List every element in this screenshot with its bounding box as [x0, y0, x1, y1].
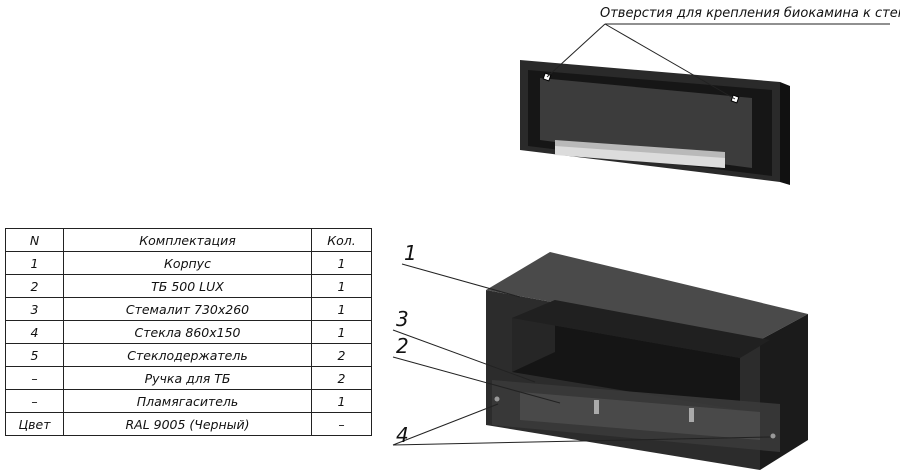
callout-4: 4	[396, 423, 409, 447]
table-row: 4 Стекла 860х150 1	[5, 320, 372, 344]
cell-item: Пламягаситель	[63, 389, 312, 413]
mounting-holes-note: Отверстия для крепления биокамина к стен…	[600, 6, 900, 21]
col-header-n: N	[5, 228, 64, 252]
cell-item: RAL 9005 (Черный)	[63, 412, 312, 436]
cell-n: –	[5, 366, 64, 390]
cell-item: Стеклодержатель	[63, 343, 312, 367]
table-row: 2 ТБ 500 LUX 1	[5, 274, 372, 298]
callout-1: 1	[404, 241, 417, 265]
callout-2: 2	[396, 334, 409, 358]
cell-qty: 1	[311, 251, 372, 275]
cell-item: Ручка для ТБ	[63, 366, 312, 390]
col-header-qty: Кол.	[311, 228, 372, 252]
callout-3: 3	[396, 307, 409, 331]
cell-n: –	[5, 389, 64, 413]
col-header-kit: Комплектация	[63, 228, 312, 252]
table-header-row: N Комплектация Кол.	[5, 228, 372, 252]
cell-qty: 1	[311, 297, 372, 321]
cell-qty: 2	[311, 366, 372, 390]
table-row: Цвет RAL 9005 (Черный) –	[5, 412, 372, 436]
cell-n: 3	[5, 297, 64, 321]
cell-n: 1	[5, 251, 64, 275]
cell-qty: 2	[311, 343, 372, 367]
cell-n: Цвет	[5, 412, 64, 436]
cell-qty: 1	[311, 389, 372, 413]
cell-n: 2	[5, 274, 64, 298]
table-row: – Пламягаситель 1	[5, 389, 372, 413]
fireplace-front-view	[486, 252, 808, 470]
cell-qty: –	[311, 412, 372, 436]
cell-item: Стемалит 730х260	[63, 297, 312, 321]
cell-n: 5	[5, 343, 64, 367]
table-row: – Ручка для ТБ 2	[5, 366, 372, 390]
cell-item: Корпус	[63, 251, 312, 275]
cell-item: ТБ 500 LUX	[63, 274, 312, 298]
cell-n: 4	[5, 320, 64, 344]
cell-qty: 1	[311, 320, 372, 344]
components-table: N Комплектация Кол. 1 Корпус 1 2 ТБ 500 …	[5, 228, 372, 436]
table-row: 1 Корпус 1	[5, 251, 372, 275]
cell-qty: 1	[311, 274, 372, 298]
cell-item: Стекла 860х150	[63, 320, 312, 344]
table-row: 5 Стеклодержатель 2	[5, 343, 372, 367]
table-row: 3 Стемалит 730х260 1	[5, 297, 372, 321]
fireplace-back-view	[520, 60, 790, 185]
